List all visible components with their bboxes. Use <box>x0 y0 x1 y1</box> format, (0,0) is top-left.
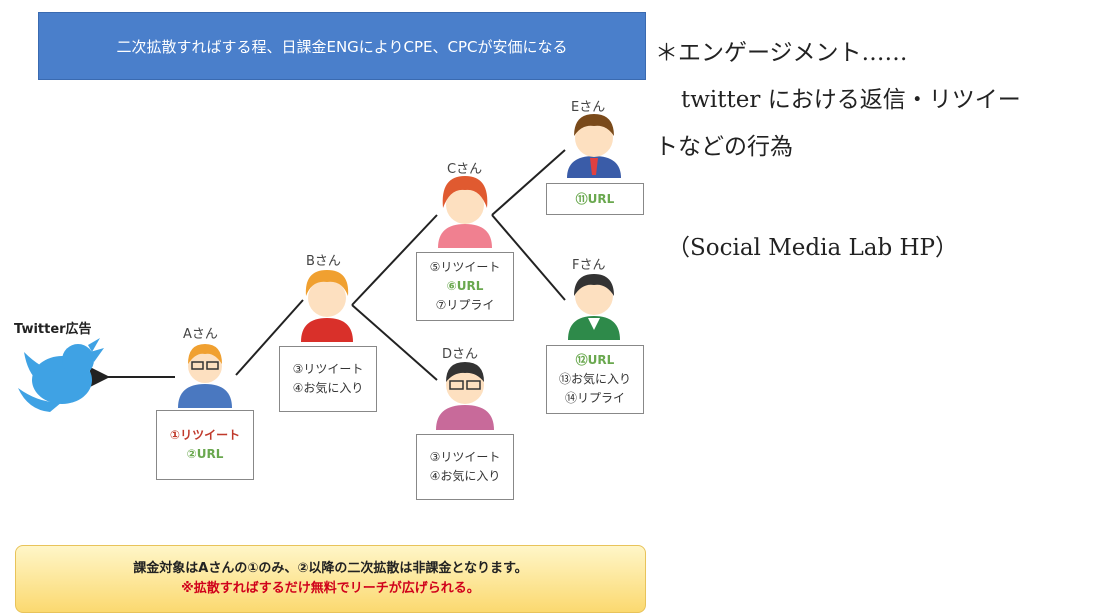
connector-c-e <box>491 149 566 216</box>
person-d-actions: ③リツイート ④お気に入り <box>416 434 514 500</box>
footer-line-1: 課金対象はAさんの①のみ、②以降の二次拡散は非課金となります。 <box>133 561 528 576</box>
action-c-3: ⑦リプライ <box>435 298 495 312</box>
person-c-actions: ⑤リツイート ⑥URL ⑦リプライ <box>416 252 514 321</box>
connector-c-f <box>491 214 566 301</box>
person-f-name: Fさん <box>572 258 606 273</box>
person-f-icon <box>568 274 620 340</box>
footer-banner: 課金対象はAさんの①のみ、②以降の二次拡散は非課金となります。 ※拡散すればする… <box>15 545 646 613</box>
connector-a-b <box>235 299 304 376</box>
person-d-name: Dさん <box>442 347 479 362</box>
person-c-icon <box>438 176 492 248</box>
action-b-2: ④お気に入り <box>292 381 364 395</box>
person-a-icon <box>178 344 232 408</box>
note-source: （Social Media Lab HP） <box>667 235 959 261</box>
twitter-bird-icon <box>18 338 104 412</box>
action-d-2: ④お気に入り <box>429 469 501 483</box>
person-e-icon <box>567 114 621 178</box>
action-c-1: ⑤リツイート <box>429 260 501 274</box>
action-f-3: ⑭リプライ <box>564 391 625 405</box>
person-f-actions: ⑫URL ⑬お気に入り ⑭リプライ <box>546 345 644 414</box>
person-e-name: Eさん <box>571 100 606 115</box>
person-b-icon <box>301 270 353 342</box>
action-c-2: ⑥URL <box>446 279 484 293</box>
person-e-actions: ⑪URL <box>546 183 644 215</box>
twitter-ad-label: Twitter広告 <box>14 322 92 337</box>
connector-b-d <box>351 304 438 381</box>
footer-line-2: ※拡散すればするだけ無料でリーチが広げられる。 <box>181 581 480 596</box>
person-b-actions: ③リツイート ④お気に入り <box>279 346 377 412</box>
person-d-icon <box>436 362 494 430</box>
person-a-name: Aさん <box>183 327 218 342</box>
action-a-2: ②URL <box>186 447 224 461</box>
person-a-actions: ①リツイート ②URL <box>156 410 254 480</box>
action-d-1: ③リツイート <box>429 450 501 464</box>
action-f-2: ⑬お気に入り <box>558 372 631 386</box>
person-c-name: Cさん <box>447 162 483 177</box>
action-b-1: ③リツイート <box>292 362 364 376</box>
action-f-1: ⑫URL <box>575 353 615 367</box>
note-line-2: twitter における返信・リツイー <box>681 87 1021 113</box>
person-b-name: Bさん <box>306 254 341 269</box>
header-text: 二次拡散すればする程、日課金ENGによりCPE、CPCが安価になる <box>116 37 568 56</box>
action-e-1: ⑪URL <box>575 191 615 206</box>
action-a-1: ①リツイート <box>169 428 241 442</box>
note-line-1: ＊エンゲージメント…… <box>655 40 908 66</box>
header-banner: 二次拡散すればする程、日課金ENGによりCPE、CPCが安価になる <box>38 12 646 80</box>
note-line-3: トなどの行為 <box>655 134 793 160</box>
connector-b-c <box>351 214 438 306</box>
